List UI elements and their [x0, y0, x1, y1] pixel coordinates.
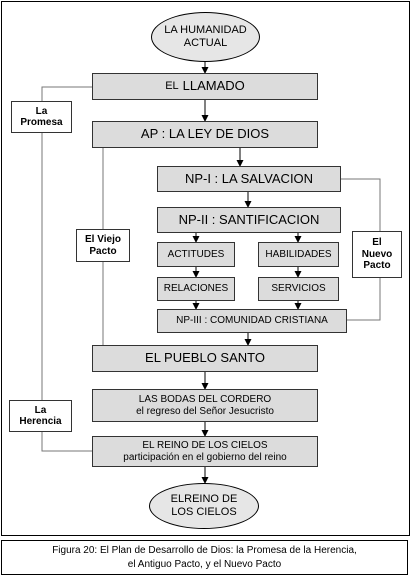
bodas-del-cordero-node: LAS BODAS DEL CORDERO el regreso del Señ…	[92, 389, 318, 422]
nuevo-pacto-line-3: Pacto	[363, 260, 391, 272]
servicios-label: SERVICIOS	[271, 283, 326, 295]
promesa-connector	[41, 86, 92, 452]
nuevo-pacto-line-1: El	[372, 237, 382, 249]
promesa-line-1: La	[35, 105, 48, 117]
reino-final-node: ELREINO DE LOS CIELOS	[149, 483, 259, 529]
bodas-line-1: LAS BODAS DEL CORDERO	[138, 394, 272, 405]
llamado-node: EL LLAMADO	[92, 73, 318, 100]
viejo-pacto-line-1: El Viejo	[85, 234, 121, 245]
humanidad-line-2: ACTUAL	[183, 37, 228, 49]
servicios-node: SERVICIOS	[258, 277, 339, 301]
herencia-line-2: Herencia	[19, 416, 62, 427]
final-line-1: ELREINO DE	[170, 493, 238, 506]
comunidad-label: NP-III : COMUNIDAD CRISTIANA	[176, 315, 328, 327]
humanidad-line-1: LA HUMANIDAD	[164, 24, 247, 37]
reino-line-1: EL REINO DE LOS CIELOS	[142, 440, 268, 451]
relaciones-label: RELACIONES	[163, 283, 229, 295]
ley-de-dios-node: AP : LA LEY DE DIOS	[92, 121, 318, 148]
habilidades-node: HABILIDADES	[258, 242, 339, 267]
habilidades-label: HABILIDADES	[265, 248, 332, 260]
promesa-label: La Promesa	[11, 101, 72, 133]
bodas-line-2: el regreso del Señor Jesucristo	[136, 405, 274, 417]
salvacion-label: NP-I : LA SALVACION	[184, 170, 314, 186]
viejo-pacto-line-2: Pacto	[89, 245, 117, 257]
promesa-line-2: Promesa	[20, 117, 63, 128]
viejo-pacto-label: El Viejo Pacto	[76, 229, 130, 262]
llamado-main: LLAMADO	[182, 78, 245, 94]
nuevo-pacto-line-2: Nuevo	[361, 248, 393, 260]
reino-line-2: participación en el gobierno del reino	[123, 451, 287, 463]
llamado-prefix: EL	[165, 80, 179, 93]
santificacion-node: NP-II : SANTIFICACION	[157, 207, 341, 233]
pueblo-label: EL PUEBLO SANTO	[145, 350, 265, 366]
humanidad-actual-node: LA HUMANIDAD ACTUAL	[151, 12, 260, 62]
nuevo-pacto-label: El Nuevo Pacto	[352, 231, 402, 278]
diagram-frame	[1, 1, 410, 536]
santificacion-label: NP-II : SANTIFICACION	[178, 211, 320, 227]
relaciones-node: RELACIONES	[157, 277, 235, 301]
figure-caption: Figura 20: El Plan de Desarrollo de Dios…	[1, 540, 408, 575]
actitudes-label: ACTITUDES	[167, 248, 225, 260]
salvacion-node: NP-I : LA SALVACION	[157, 166, 341, 192]
reino-de-los-cielos-node: EL REINO DE LOS CIELOS participación en …	[92, 436, 318, 467]
caption-line-1: Figura 20: El Plan de Desarrollo de Dios…	[52, 545, 357, 556]
final-line-2: LOS CIELOS	[171, 506, 237, 518]
ley-label: AP : LA LEY DE DIOS	[140, 126, 270, 142]
comunidad-cristiana-node: NP-III : COMUNIDAD CRISTIANA	[157, 309, 347, 333]
herencia-label: La Herencia	[9, 400, 72, 432]
pueblo-santo-node: EL PUEBLO SANTO	[92, 345, 318, 372]
actitudes-node: ACTITUDES	[157, 242, 235, 267]
caption-line-2: el Antiguo Pacto, y el Nuevo Pacto	[127, 558, 282, 570]
herencia-line-1: La	[34, 404, 47, 416]
